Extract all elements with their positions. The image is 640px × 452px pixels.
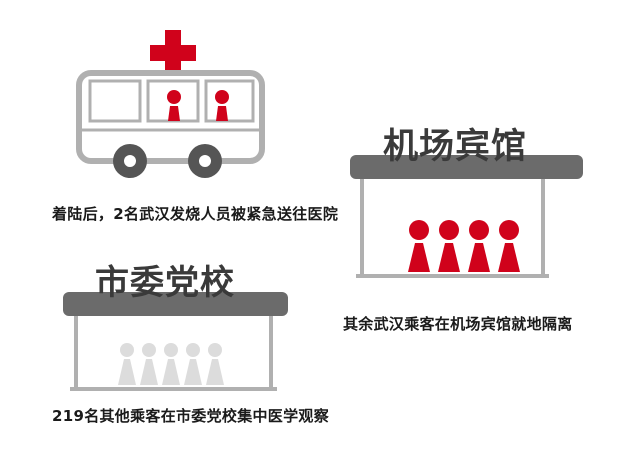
person-icon (215, 90, 229, 121)
hotel-sign: 机场宾馆 (383, 127, 528, 167)
person-icon (408, 220, 430, 272)
school-building (63, 292, 288, 391)
person-icon (162, 343, 180, 385)
ambulance-icon (76, 30, 265, 178)
person-icon (118, 343, 136, 385)
hotel-caption: 其余武汉乘客在机场宾馆就地隔离 (343, 315, 573, 333)
school-sign: 市委党校 (95, 263, 235, 303)
person-icon (468, 220, 490, 272)
ambulance-caption: 着陆后，2名武汉发烧人员被紧急送往医院 (52, 205, 339, 223)
person-icon (140, 343, 158, 385)
school-caption: 219名其他乘客在市委党校集中医学观察 (52, 407, 330, 425)
hotel-building (350, 155, 583, 278)
person-icon (184, 343, 202, 385)
person-icon (167, 90, 181, 121)
person-icon (438, 220, 460, 272)
person-icon (206, 343, 224, 385)
person-icon (498, 220, 520, 272)
